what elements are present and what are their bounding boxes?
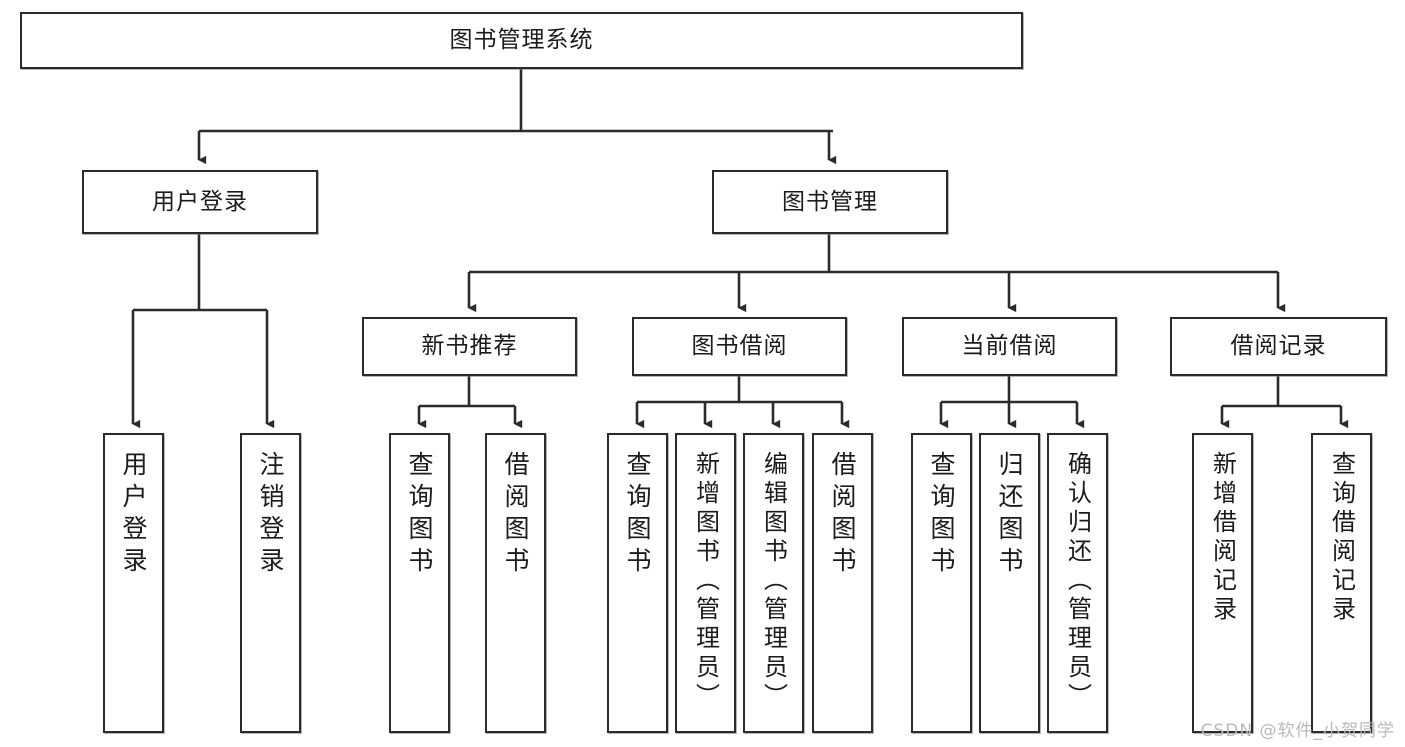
watermark: CSDN @软件_小贺同学	[1200, 721, 1395, 741]
leaf-label: 借阅图书	[501, 451, 530, 579]
leaf-return-book[interactable]: 归还图书	[979, 433, 1040, 733]
leaf-label: 借阅图书	[828, 451, 857, 579]
leaf-confirm-return-admin[interactable]: 确认归还（管理员）	[1047, 433, 1108, 733]
leaf-query-borrow-record[interactable]: 查询借阅记录	[1311, 433, 1372, 733]
leaf-borrow-book[interactable]: 借阅图书	[812, 433, 873, 733]
leaf-label: 新增借阅记录	[1208, 451, 1237, 625]
node-book-borrow[interactable]: 图书借阅	[632, 317, 847, 376]
leaf-query-book-borrow[interactable]: 查询图书	[607, 433, 668, 733]
leaf-borrow-book-recommend[interactable]: 借阅图书	[485, 433, 546, 733]
node-label: 当前借阅	[961, 333, 1058, 360]
node-borrow-record[interactable]: 借阅记录	[1170, 317, 1387, 376]
leaf-label: 编辑图书（管理员）	[759, 451, 788, 712]
leaf-label: 新增图书（管理员）	[691, 451, 720, 712]
node-label: 借阅记录	[1230, 333, 1327, 360]
leaf-label: 查询图书	[405, 451, 434, 579]
leaf-query-book-current[interactable]: 查询图书	[911, 433, 972, 733]
node-label: 图书管理系统	[449, 27, 594, 54]
node-current-borrow[interactable]: 当前借阅	[902, 317, 1117, 376]
leaf-label: 用户登录	[119, 451, 148, 579]
node-label: 图书借阅	[691, 333, 788, 360]
leaf-user-login[interactable]: 用户登录	[103, 433, 164, 733]
node-label: 用户登录	[152, 188, 248, 215]
leaf-label: 查询图书	[927, 451, 956, 579]
node-user-login[interactable]: 用户登录	[82, 170, 318, 234]
leaf-label: 确认归还（管理员）	[1063, 451, 1092, 712]
leaf-add-borrow-record[interactable]: 新增借阅记录	[1192, 433, 1253, 733]
node-new-book-recommend[interactable]: 新书推荐	[362, 317, 577, 376]
node-label: 新书推荐	[421, 333, 518, 360]
leaf-label: 查询借阅记录	[1327, 451, 1356, 625]
node-book-management[interactable]: 图书管理	[712, 170, 948, 234]
node-label: 图书管理	[782, 188, 878, 215]
node-root-book-management-system[interactable]: 图书管理系统	[20, 12, 1023, 69]
leaf-edit-book-admin[interactable]: 编辑图书（管理员）	[743, 433, 804, 733]
leaf-label: 归还图书	[995, 451, 1024, 579]
leaf-logout-login[interactable]: 注销登录	[240, 433, 301, 733]
leaf-label: 查询图书	[623, 451, 652, 579]
leaf-add-book-admin[interactable]: 新增图书（管理员）	[675, 433, 736, 733]
leaf-label: 注销登录	[256, 451, 285, 579]
leaf-query-book-recommend[interactable]: 查询图书	[389, 433, 450, 733]
